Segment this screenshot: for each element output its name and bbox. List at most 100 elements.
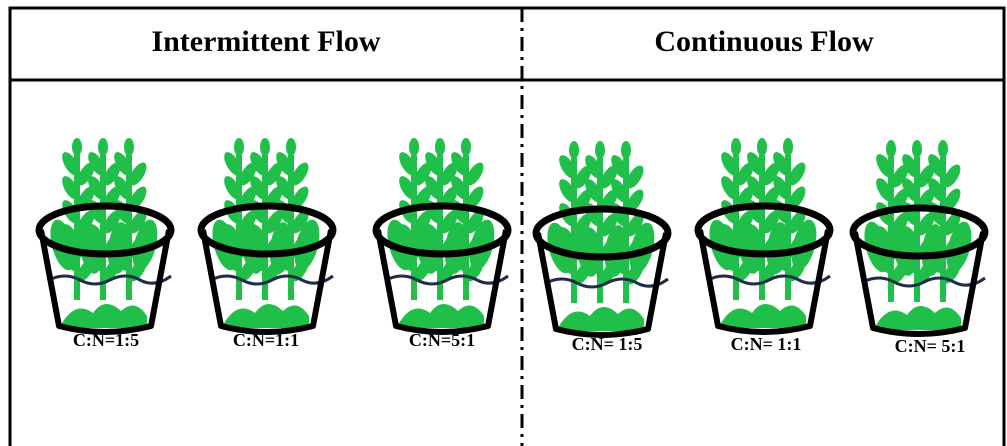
leaf (773, 176, 790, 200)
leaf (440, 210, 458, 234)
pot-rim (532, 205, 672, 261)
large-leaf (416, 222, 440, 274)
plant-stem (437, 155, 443, 300)
ratio-label-continuous-3: C:N= 5:1 (894, 336, 966, 356)
leaf (943, 212, 961, 236)
leaf (114, 176, 131, 200)
leaf (435, 138, 445, 156)
leaf (276, 176, 293, 200)
leaf (291, 186, 309, 210)
leaf (250, 152, 267, 176)
pot-continuous-1 (532, 141, 672, 338)
leaf (265, 162, 283, 186)
leaf (928, 154, 945, 178)
pot-body (200, 229, 334, 335)
leaf (103, 210, 121, 234)
water-line (545, 277, 669, 289)
plant-stem (126, 155, 132, 300)
leaf (891, 164, 909, 188)
water-line (48, 274, 172, 286)
plant-stem (597, 158, 603, 303)
pot-body (697, 229, 831, 335)
pot-rim (197, 202, 337, 258)
large-leaf (132, 219, 158, 271)
large-leaf (469, 219, 495, 271)
leaf (595, 141, 605, 159)
leaf (762, 210, 780, 234)
plant-stem (888, 157, 894, 302)
leaf (762, 162, 780, 186)
leaf (611, 155, 628, 179)
leaf (88, 152, 105, 176)
leaf (788, 162, 806, 186)
leaf (276, 152, 293, 176)
leaf (891, 212, 909, 236)
leaf (912, 140, 922, 158)
leaf (239, 162, 257, 186)
leaf (425, 152, 442, 176)
leaf (747, 176, 764, 200)
plant-stem (940, 157, 946, 302)
leaf (736, 210, 754, 234)
leaf (461, 138, 471, 156)
leaf (902, 178, 919, 202)
large-leaf (444, 222, 468, 274)
leaf (621, 141, 631, 159)
leaf (98, 138, 108, 156)
pots-layer (35, 138, 989, 338)
plant-stem (411, 155, 417, 300)
pot-body (852, 231, 986, 337)
large-leaf (294, 219, 320, 271)
large-leaf (79, 222, 103, 274)
leaf (574, 165, 592, 189)
leaf (466, 162, 484, 186)
plant-stem (236, 155, 242, 300)
pot-rim (849, 204, 989, 260)
pot-continuous-2 (694, 138, 834, 335)
plant-stem (571, 158, 577, 303)
intermittent-flow-heading: Intermittent Flow (151, 25, 381, 58)
leaf (626, 189, 644, 213)
leaf (902, 154, 919, 178)
leaf (77, 210, 95, 234)
plant-stem (759, 155, 765, 300)
leaf (466, 210, 484, 234)
leaf (291, 210, 309, 234)
outer-border (8, 6, 1006, 446)
leaf (917, 164, 935, 188)
soil (875, 305, 961, 330)
ratio-label-intermittent-2: C:N=1:1 (232, 330, 300, 350)
leaf (425, 176, 442, 200)
pot-intermittent-1 (35, 138, 175, 335)
pot-body (38, 229, 172, 335)
leaf (569, 141, 579, 159)
plant-stem (74, 155, 80, 300)
water-line (210, 274, 334, 286)
leaf (757, 138, 767, 156)
ratio-label-intermittent-1: C:N=1:5 (72, 330, 140, 350)
water-line (862, 276, 986, 288)
leaf (414, 210, 432, 234)
leaf (88, 176, 105, 200)
leaf (585, 179, 602, 203)
water-line (707, 274, 831, 286)
leaf (72, 138, 82, 156)
leaf (291, 162, 309, 186)
ratio-label-continuous-2: C:N= 1:1 (730, 334, 802, 354)
leaf (574, 189, 592, 213)
leaf (747, 152, 764, 176)
leaf (736, 186, 754, 210)
leaf (600, 165, 618, 189)
leaf (399, 152, 416, 176)
soil (558, 306, 644, 331)
leaf (129, 162, 147, 186)
leaf (783, 138, 793, 156)
continuous-flow-heading: Continuous Flow (654, 25, 874, 58)
leaf (124, 138, 134, 156)
pot-rim (694, 202, 834, 258)
leaf (773, 152, 790, 176)
water-line (385, 274, 509, 286)
leaf (943, 188, 961, 212)
leaf (626, 213, 644, 237)
large-leaf (241, 222, 265, 274)
